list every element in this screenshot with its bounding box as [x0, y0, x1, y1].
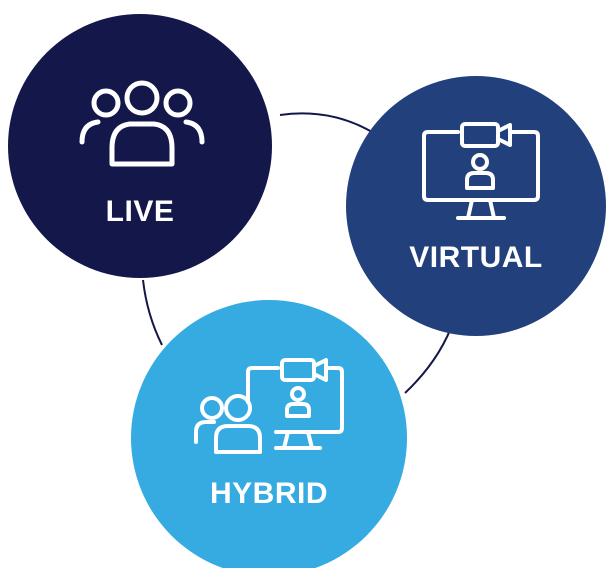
- virtual-label: VIRTUAL: [409, 241, 543, 274]
- hybrid-label: HYBRID: [209, 477, 328, 510]
- virtual-node: [346, 76, 606, 336]
- hybrid-audience-monitor-icon: [194, 358, 344, 454]
- video-conference-monitor-icon: [422, 122, 540, 220]
- hybrid-node: [131, 300, 407, 568]
- live-node: [8, 14, 272, 278]
- audience-group-icon: [79, 80, 205, 167]
- live-label: LIVE: [105, 195, 175, 228]
